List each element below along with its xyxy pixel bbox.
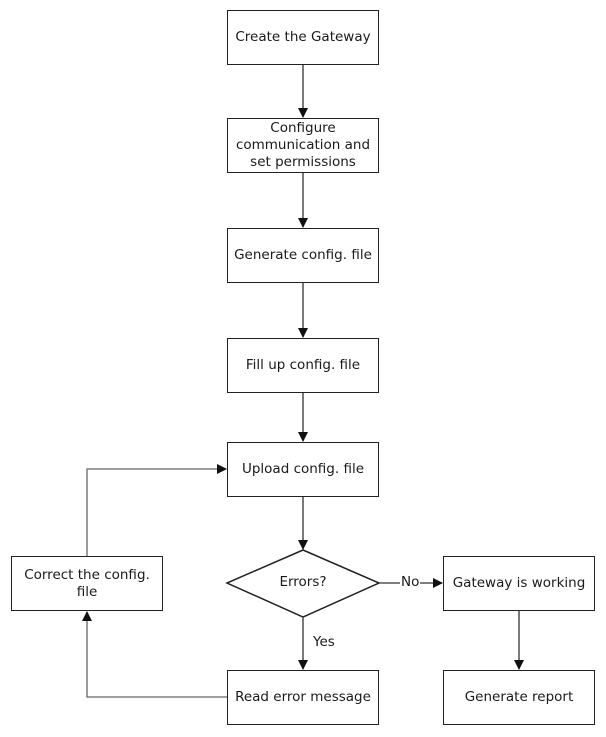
node-configure: Configure communication and set permissi… bbox=[227, 118, 379, 173]
node-correct-config: Correct the config. file bbox=[11, 556, 163, 611]
node-create-gateway: Create the Gateway bbox=[227, 10, 379, 65]
node-read-error: Read error message bbox=[227, 670, 379, 725]
edge-label-no: No bbox=[400, 574, 421, 590]
node-gateway-working: Gateway is working bbox=[443, 556, 595, 611]
node-fill-config: Fill up config. file bbox=[227, 338, 379, 393]
node-generate-config: Generate config. file bbox=[227, 228, 379, 283]
arrow-correct-to-upload bbox=[86, 464, 227, 556]
arrow-read-to-correct bbox=[82, 611, 227, 698]
node-generate-report: Generate report bbox=[443, 670, 595, 725]
decision-errors-label: Errors? bbox=[279, 574, 327, 590]
node-upload-config: Upload config. file bbox=[227, 442, 379, 497]
edge-label-yes: Yes bbox=[313, 634, 335, 650]
